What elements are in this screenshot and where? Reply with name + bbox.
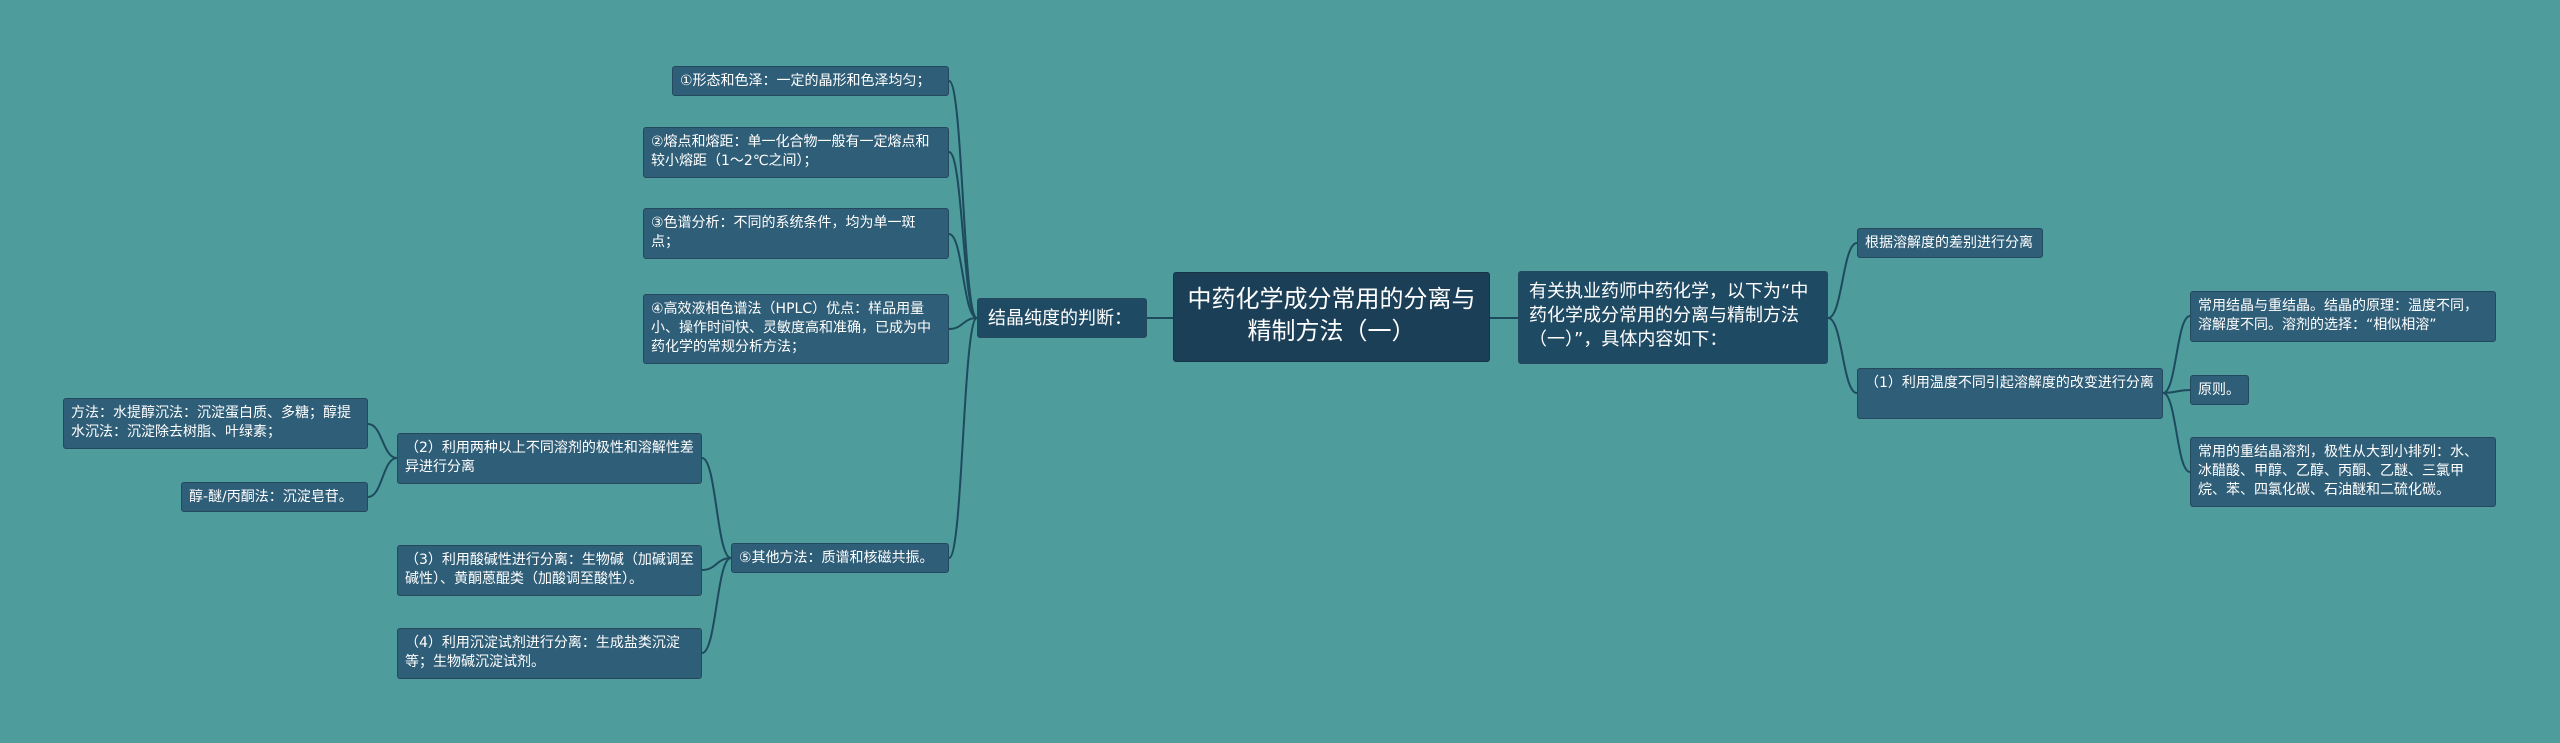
link-judge-item-3: [948, 233, 978, 319]
link-temp-crystal: [2162, 315, 2191, 394]
link-judge-item-4: [948, 317, 978, 330]
link-temp-principle: [2162, 389, 2191, 394]
crystal-purity-label: 结晶纯度的判断：: [988, 308, 1132, 329]
temperature-topic[interactable]: （1）利用温度不同引起溶解度的改变进行分离: [1857, 368, 2163, 419]
judge-item-4[interactable]: ④高效液相色谱法（HPLC）优点：样品用量小、操作时间快、灵敏度高和准确，已成为…: [643, 294, 949, 364]
crystal-purity-topic[interactable]: 结晶纯度的判断：: [977, 298, 1147, 338]
solubility-topic[interactable]: 根据溶解度的差别进行分离: [1857, 228, 2043, 258]
link-sub2-leaf-method: [367, 423, 398, 459]
judge-item-2[interactable]: ②熔点和熔距：单一化合物一般有一定熔点和较小熔距（1～2℃之间）；: [643, 127, 949, 178]
link-judge-item-1: [948, 80, 978, 319]
judge-item-5[interactable]: ⑤其他方法：质谱和核磁共振。: [731, 543, 949, 573]
root-topic-label: 中药化学成分常用的分离与精制方法（一）: [1187, 285, 1476, 345]
leaf-crystallization[interactable]: 常用结晶与重结晶。结晶的原理：温度不同，溶解度不同。溶剂的选择：“相似相溶”: [2190, 291, 2496, 342]
link-item5-sub-4: [701, 557, 732, 654]
intro-topic[interactable]: 有关执业药师中药化学，以下为“中药化学成分常用的分离与精制方法（一）”，具体内容…: [1518, 271, 1828, 364]
leaf-method-precipitation[interactable]: 方法：水提醇沉法：沉淀蛋白质、多糖；醇提水沉法：沉淀除去树脂、叶绿素；: [63, 398, 368, 449]
sub-item-2[interactable]: （2）利用两种以上不同溶剂的极性和溶解性差异进行分离: [397, 433, 702, 484]
link-sub2-leaf-ether: [367, 457, 398, 498]
link-intro-temperature: [1827, 317, 1858, 394]
link-judge-item-2: [948, 151, 978, 319]
leaf-solvents[interactable]: 常用的重结晶溶剂，极性从大到小排列：水、冰醋酸、甲醇、乙醇、丙酮、乙醚、三氯甲烷…: [2190, 437, 2496, 507]
sub-item-3[interactable]: （3）利用酸碱性进行分离：生物碱（加碱调至碱性）、黄酮蒽醌类（加酸调至酸性）。: [397, 545, 702, 596]
link-item5-sub-2: [701, 457, 732, 559]
link-judge-item-5: [948, 317, 978, 559]
judge-item-3[interactable]: ③色谱分析：不同的系统条件，均为单一斑点；: [643, 208, 949, 259]
link-intro-solubility: [1827, 242, 1858, 319]
leaf-alcohol-ether[interactable]: 醇-醚/丙酮法：沉淀皂苷。: [181, 482, 368, 512]
judge-item-1[interactable]: ①形态和色泽：一定的晶形和色泽均匀；: [672, 66, 949, 96]
leaf-principle[interactable]: 原则。: [2190, 375, 2249, 405]
link-item5-sub-3: [701, 557, 732, 571]
root-topic[interactable]: 中药化学成分常用的分离与精制方法（一）: [1173, 272, 1490, 362]
sub-item-4[interactable]: （4）利用沉淀试剂进行分离：生成盐类沉淀等；生物碱沉淀试剂。: [397, 628, 702, 679]
link-temp-solvents: [2162, 392, 2191, 473]
